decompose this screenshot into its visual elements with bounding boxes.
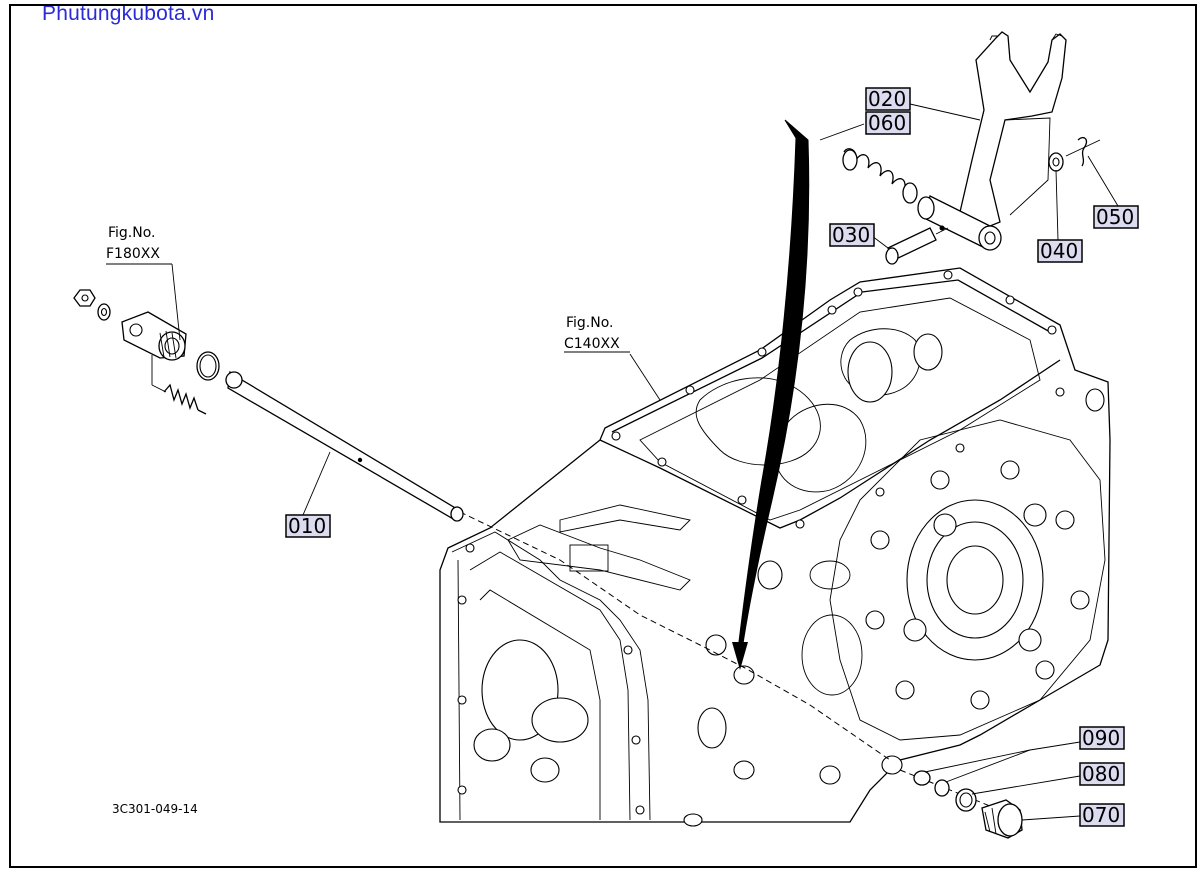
svg-text:030: 030 xyxy=(832,223,870,247)
part-label-060[interactable]: 060 xyxy=(865,111,911,135)
part-label-050[interactable]: 050 xyxy=(1093,205,1139,229)
figure-ref-f180xx[interactable]: Fig.No. F180XX xyxy=(106,225,160,262)
part-label-030[interactable]: 030 xyxy=(829,223,875,247)
spring-pin-050 xyxy=(1065,136,1101,167)
pin-030 xyxy=(885,227,949,265)
svg-text:040: 040 xyxy=(1040,239,1078,263)
arrow-head-icon xyxy=(732,642,748,670)
part-label-040[interactable]: 040 xyxy=(1037,239,1083,263)
svg-text:Fig.No.: Fig.No. xyxy=(566,315,614,331)
spring-060 xyxy=(842,148,918,204)
drawing-code: 3C301-049-14 xyxy=(112,802,198,816)
svg-text:050: 050 xyxy=(1096,205,1134,229)
lever-subassembly xyxy=(73,289,220,415)
svg-text:010: 010 xyxy=(288,514,326,538)
svg-text:F180XX: F180XX xyxy=(106,246,160,262)
diagram-border xyxy=(9,4,1197,868)
plug-assembly xyxy=(913,770,1023,839)
leader-lines xyxy=(106,103,1119,821)
part-label-010[interactable]: 010 xyxy=(285,514,331,538)
part-label-090[interactable]: 090 xyxy=(1079,726,1125,750)
rail-bolt-holes xyxy=(457,270,1065,815)
svg-text:Fig.No.: Fig.No. xyxy=(108,225,156,241)
svg-text:060: 060 xyxy=(868,111,906,135)
svg-text:080: 080 xyxy=(1082,762,1120,786)
svg-text:090: 090 xyxy=(1082,726,1120,750)
plug-assembly-path xyxy=(899,769,1001,811)
svg-text:020: 020 xyxy=(868,87,906,111)
part-label-080[interactable]: 080 xyxy=(1079,762,1125,786)
svg-text:070: 070 xyxy=(1082,803,1120,827)
watermark-text: Phutungkubota.vn xyxy=(42,2,215,25)
figure-ref-c140xx[interactable]: Fig.No. C140XX xyxy=(564,315,630,353)
svg-text:C140XX: C140XX xyxy=(564,336,620,352)
fork-shaft-010 xyxy=(225,370,464,522)
washer-040 xyxy=(1048,152,1064,172)
shift-fork-020 xyxy=(917,31,1067,251)
flange-bolt-holes xyxy=(865,460,1090,710)
part-label-070[interactable]: 070 xyxy=(1079,803,1125,827)
shaft-assembly-path xyxy=(459,511,891,761)
part-label-020[interactable]: 020 xyxy=(865,87,911,111)
transmission-case xyxy=(439,267,1111,827)
